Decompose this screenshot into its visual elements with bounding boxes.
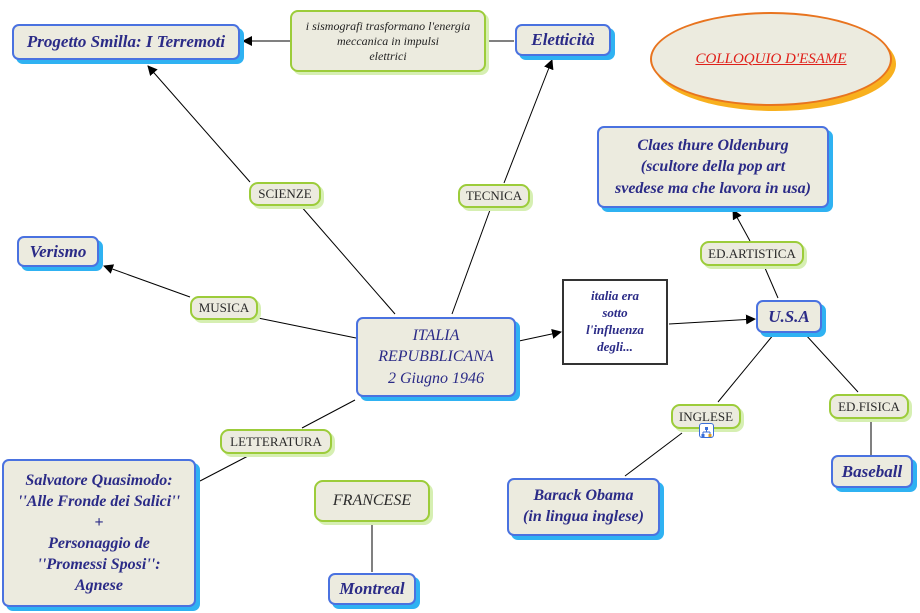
link-tecnica-label: TECNICA — [465, 188, 523, 203]
note-influenza[interactable]: italia era sotto l'influenza degli... — [562, 279, 668, 365]
edge-edartistica-oldenburg — [732, 209, 751, 242]
link-francese[interactable]: FRANCESE — [314, 480, 430, 522]
link-letteratura-label: LETTERATURA — [230, 433, 322, 449]
concept-elettricita-label: Eletticità — [531, 30, 595, 49]
concept-usa-label: U.S.A — [768, 306, 810, 326]
link-edfisica-label: ED.FISICA — [838, 398, 900, 414]
concept-obama-label: Barack Obama (in lingua inglese) — [523, 487, 644, 525]
concept-elettricita[interactable]: Eletticità — [515, 24, 611, 56]
link-inglese-label: INGLESE — [678, 408, 734, 424]
edge-tecnica-elettricita — [503, 59, 554, 184]
concept-montreal-label: Montreal — [339, 579, 405, 598]
link-edartistica-label: ED.ARTISTICA — [708, 245, 796, 261]
edge-letteratura-quasimodo — [199, 455, 249, 482]
edge-usa-edfisica — [804, 333, 859, 393]
link-edartistica[interactable]: ED.ARTISTICA — [700, 241, 804, 266]
concept-quasimodo-label: Salvatore Quasimodo: ''Alle Fronde dei S… — [17, 471, 181, 595]
nested-map-icon-glyph — [701, 427, 712, 437]
note-sismografi-text: i sismografi trasformano l'energia mecca… — [305, 18, 471, 63]
edge-central-scienze — [299, 204, 396, 315]
link-musica[interactable]: MUSICA — [190, 296, 258, 320]
link-tecnica[interactable]: TECNICA — [458, 184, 530, 208]
edge-central-influenza — [518, 328, 562, 342]
nested-map-icon[interactable] — [699, 423, 714, 438]
edge-influenza-usa — [668, 314, 756, 325]
concept-central-label: ITALIA REPUBBLICANA 2 Giugno 1946 — [378, 326, 494, 387]
note-influenza-text: italia era sotto l'influenza degli... — [586, 288, 644, 354]
edge-central-tecnica — [451, 209, 491, 315]
edge-usa-edartistica — [764, 267, 779, 299]
exam-title-ellipse[interactable]: COLLOQUIO D'ESAME — [650, 12, 892, 106]
link-edfisica[interactable]: ED.FISICA — [829, 394, 909, 419]
concept-montreal[interactable]: Montreal — [328, 573, 416, 605]
concept-baseball[interactable]: Baseball — [831, 455, 913, 488]
edge-inglese-obama — [624, 432, 683, 477]
link-scienze-label: SCIENZE — [258, 186, 312, 201]
concept-obama[interactable]: Barack Obama (in lingua inglese) — [507, 478, 660, 536]
edge-musica-verismo — [103, 264, 191, 298]
concept-verismo-label: Verismo — [29, 241, 87, 261]
concept-quasimodo[interactable]: Salvatore Quasimodo: ''Alle Fronde dei S… — [2, 459, 196, 607]
link-francese-label: FRANCESE — [332, 492, 412, 509]
edge-central-musica — [257, 317, 357, 339]
edge-usa-inglese — [717, 333, 775, 403]
link-scienze[interactable]: SCIENZE — [249, 182, 321, 206]
concept-progetto-smilla[interactable]: Progetto Smilla: I Terremoti — [12, 24, 240, 60]
concept-central-italia-repubblicana[interactable]: ITALIA REPUBBLICANA 2 Giugno 1946 — [356, 317, 516, 397]
concept-progetto-smilla-label: Progetto Smilla: I Terremoti — [26, 32, 226, 51]
concept-baseball-label: Baseball — [841, 461, 903, 481]
note-sismografi[interactable]: i sismografi trasformano l'energia mecca… — [290, 10, 486, 72]
edge-scienze-progetto — [147, 65, 251, 183]
exam-title: COLLOQUIO D'ESAME — [695, 50, 847, 67]
concept-verismo[interactable]: Verismo — [17, 236, 99, 267]
concept-oldenburg[interactable]: Claes thure Oldenburg (scultore della po… — [597, 126, 829, 208]
edge-central-letteratura — [301, 399, 356, 429]
concept-oldenburg-label: Claes thure Oldenburg (scultore della po… — [615, 136, 811, 197]
link-letteratura[interactable]: LETTERATURA — [220, 429, 332, 454]
concept-usa[interactable]: U.S.A — [756, 300, 822, 333]
link-musica-label: MUSICA — [198, 300, 250, 315]
